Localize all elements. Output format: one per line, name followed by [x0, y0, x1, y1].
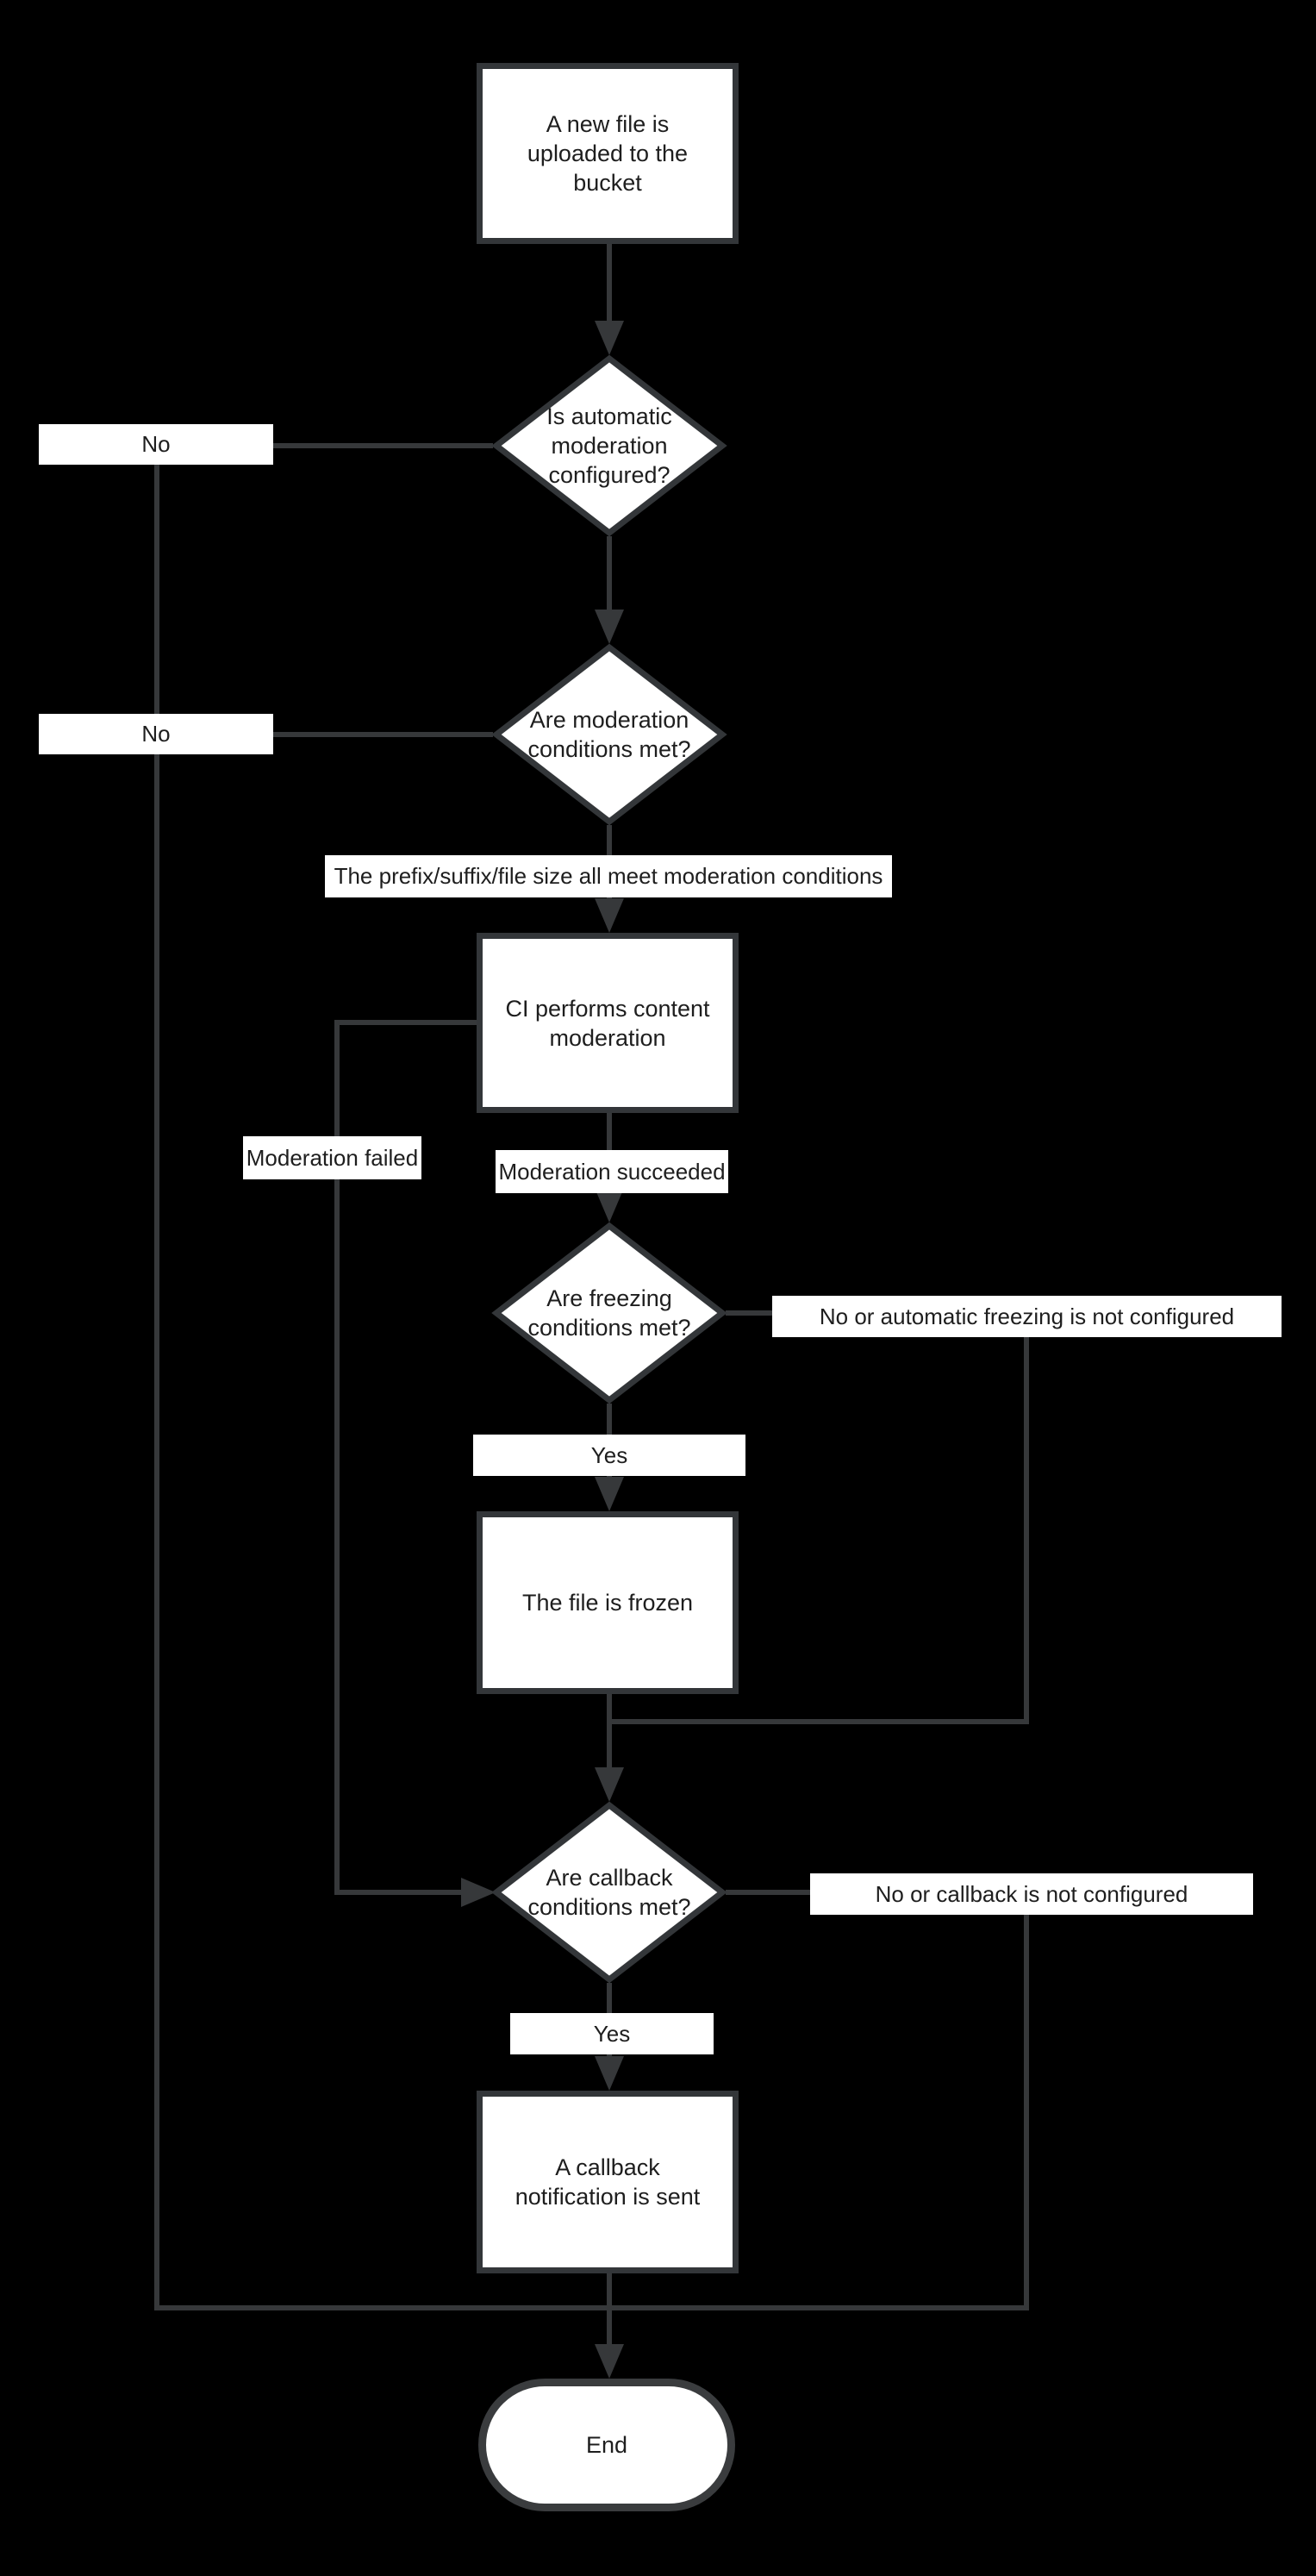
node-file-frozen: The file is frozen: [477, 1511, 739, 1694]
edge-label-prefix-suffix: The prefix/suffix/file size all meet mod…: [325, 855, 892, 897]
diamond-shape: [491, 1222, 727, 1404]
arrow-down-icon: [595, 2344, 624, 2379]
decision-callback-conditions-text: Are callback conditions met?: [527, 1865, 691, 1920]
arrow-down-icon: [595, 898, 624, 933]
node-file-frozen-text: The file is frozen: [521, 1590, 694, 1616]
edge-frozen-to-callback: [607, 1694, 612, 1767]
node-end: End: [478, 2379, 735, 2511]
decision-auto-moderation-text: Is automatic moderation configured?: [546, 403, 672, 488]
node-start: A new file is uploaded to the bucket: [477, 63, 739, 244]
arrow-down-icon: [595, 321, 624, 355]
edge-label-yes: Yes: [510, 2013, 714, 2054]
decision-moderation-conditions-text: Are moderation conditions met?: [527, 707, 691, 762]
edge-moderation-failed-rail: [334, 1020, 340, 1895]
edge-no-rail-left: [154, 443, 159, 2310]
diamond-shape: [491, 1801, 727, 1984]
diamond-shape: [491, 354, 727, 537]
arrow-down-icon: [595, 1767, 624, 1802]
node-callback-sent-text: A callback notification is sent: [515, 2154, 701, 2210]
arrow-down-icon: [595, 2056, 624, 2091]
node-callback-sent: A callback notification is sent: [477, 2091, 739, 2273]
node-end-text: End: [585, 2432, 628, 2458]
diamond-shape: [491, 643, 727, 826]
edge-start-to-automod: [607, 244, 612, 321]
edge-label-moderation-succeeded: Moderation succeeded: [496, 1150, 728, 1193]
arrow-down-icon: [595, 1477, 624, 1511]
node-ci-moderation-text: CI performs content moderation: [505, 995, 710, 1051]
edge-label-freezing-no: No or automatic freezing is not configur…: [772, 1296, 1282, 1337]
edge-freeze-no-rail: [1024, 1310, 1029, 1724]
arrow-down-icon: [595, 1188, 624, 1222]
edge-modcond-no: [154, 732, 493, 737]
decision-freezing-conditions: Are freezing conditions met?: [491, 1222, 727, 1404]
arrow-down-icon: [595, 610, 624, 644]
edge-freeze-no-merge: [607, 1719, 1029, 1724]
node-ci-moderation: CI performs content moderation: [477, 933, 739, 1113]
edge-callback-no-rail: [1024, 1890, 1029, 2310]
arrow-right-icon: [461, 1878, 496, 1907]
edge-failed-to-callback: [334, 1890, 461, 1895]
edge-automod-to-modcond: [607, 536, 612, 610]
edge-automod-no: [154, 443, 493, 448]
edge-label-no: No: [39, 424, 273, 465]
decision-freezing-conditions-text: Are freezing conditions met?: [527, 1285, 691, 1341]
decision-moderation-conditions: Are moderation conditions met?: [491, 643, 727, 826]
decision-auto-moderation: Is automatic moderation configured?: [491, 354, 727, 537]
edge-label-callback-no: No or callback is not configured: [810, 1873, 1253, 1915]
edge-label-moderation-failed: Moderation failed: [243, 1136, 421, 1179]
edge-ci-failed: [334, 1020, 477, 1025]
edge-label-no: No: [39, 714, 273, 754]
edge-label-yes: Yes: [473, 1435, 745, 1476]
decision-callback-conditions: Are callback conditions met?: [491, 1801, 727, 1984]
node-start-text: A new file is uploaded to the bucket: [527, 111, 689, 196]
edge-end-junction: [154, 2305, 1029, 2310]
